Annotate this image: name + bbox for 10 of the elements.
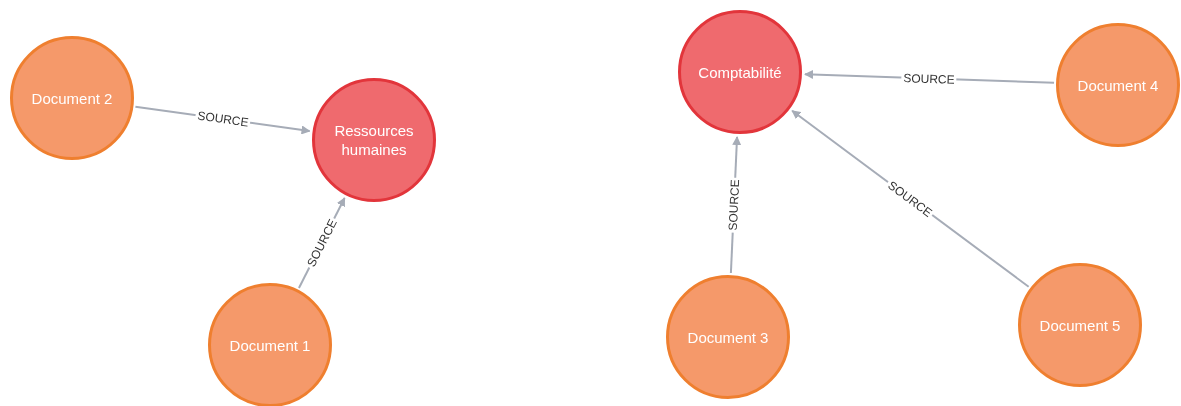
edge-label: SOURCE xyxy=(194,108,251,130)
node-label: Document 1 xyxy=(229,335,311,355)
node-label: Document 5 xyxy=(1039,315,1121,335)
edge-label: SOURCE xyxy=(725,177,743,233)
node-label: Ressources humaines xyxy=(333,121,415,159)
node-label: Document 3 xyxy=(687,327,769,347)
edge-label: SOURCE xyxy=(901,70,958,87)
node-label: Document 2 xyxy=(31,88,113,108)
node-label: Document 4 xyxy=(1077,75,1159,95)
node-label: Comptabilité xyxy=(698,62,782,82)
